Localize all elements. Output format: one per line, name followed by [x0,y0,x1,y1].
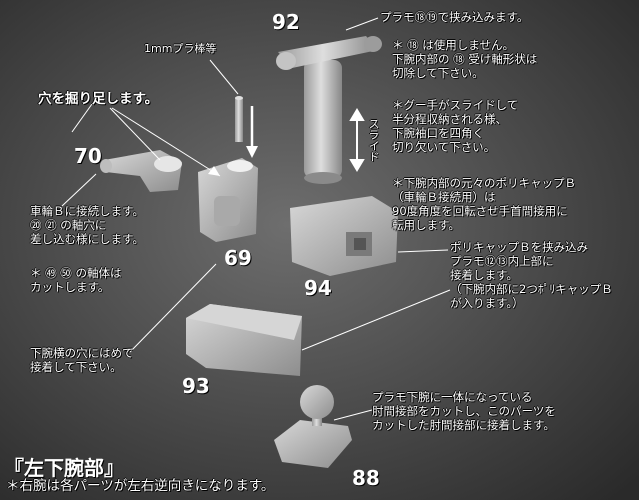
rod-shape [235,96,243,142]
part-94-note: ポリキャップＢを挟み込み プラモ⑫⑬内上部に 接着します。 （下腕内部に2つﾎﾟ… [450,240,613,310]
hole-arrowhead [208,166,220,176]
part-69-shape [198,158,258,242]
part-88-note: プラモ下腕に一体になっている 肘間接部をカットし、このパーツを カットした肘間接… [372,390,556,432]
part-number-92: 92 [272,10,300,34]
part-number-88: 88 [352,466,380,490]
part-number-94: 94 [304,276,332,300]
part-92-note-2: ＊ ⑱ は使用しません。 下腕内部の ⑱ 受け軸形状は 切除して下さい。 [392,38,538,80]
page-title: 『左下腕部』 [4,456,124,480]
part-94-shape [290,196,398,276]
part-93-shape [186,304,302,376]
slide-label: スライド [367,118,380,162]
part-88-shape [274,385,352,468]
part-number-70: 70 [74,144,102,168]
insert-arrow [246,106,258,158]
part-70-shape [100,150,182,192]
polycap-note: ＊下腕内部の元々のポリキャップＢ （車輪Ｂ接続用）は 90度角度を回転させ手首間… [392,176,576,232]
leader-lines [61,17,451,421]
rod-label: 1mmプラ棒等 [144,42,217,55]
part-70-note: 車輪Ｂに接続します。 ⑳ ㉑ の軸穴に 差し込む様にします。 [30,204,144,246]
part-number-69: 69 [224,246,252,270]
slide-arrow [349,108,365,172]
grip-note: ＊グー手がスライドして 半分程収納される様、 下腕袖口を四角く 切り欠いて下さい… [392,98,519,154]
part-92-shape [276,36,382,184]
footer-note: ＊右腕は各パーツが左右逆向きになります。 [6,478,275,494]
part-92-note-1: プラモ⑱⑲で挟み込みます。 [380,10,529,24]
part-93-note: 下腕横の穴にはめて 接着して下さい。 [30,346,134,374]
part-number-93: 93 [182,374,210,398]
dig-hole-label: 穴を掘り足します。 [38,91,159,107]
part-70-note-2: ＊ ㊾ ㊿ の軸体は カットします。 [30,266,122,294]
